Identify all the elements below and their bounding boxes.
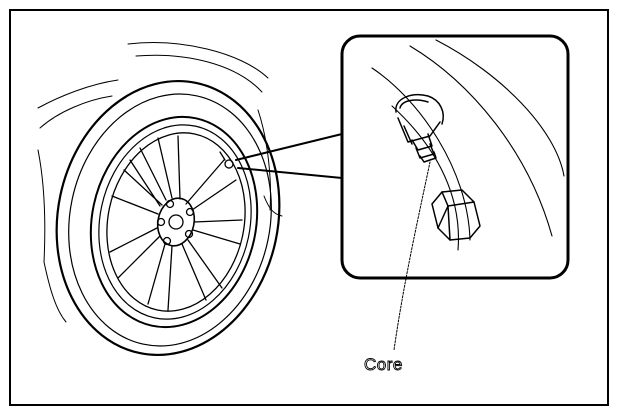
inset-tire-arcs <box>371 39 565 251</box>
tire <box>55 79 281 357</box>
valve-cap-icon <box>431 189 481 241</box>
valve-stem-icon <box>395 94 444 163</box>
valve-on-wheel <box>219 151 234 169</box>
core-label: Core <box>364 355 403 375</box>
inset-box <box>340 34 570 280</box>
core-leader <box>393 161 431 351</box>
callout-leader <box>235 133 343 179</box>
fender-lines <box>37 42 283 323</box>
wheel-rim <box>106 132 246 312</box>
